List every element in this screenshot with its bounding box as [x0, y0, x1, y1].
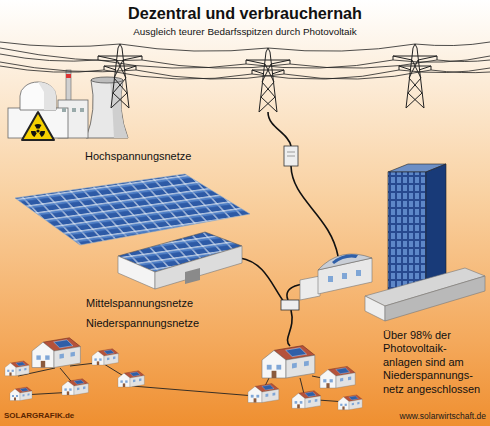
grid-level-label: Niederspannungsnetze [86, 317, 199, 330]
grid-level-label: Hochspannungsnetze [85, 150, 191, 163]
radiation-sign [22, 112, 54, 140]
subtitle: Ausgleich teurer Bedarfsspitzen durch Ph… [0, 26, 490, 38]
warehouse [365, 268, 485, 321]
farm-building [118, 232, 242, 289]
credit: SOLARGRAFIK.de [4, 411, 74, 421]
transformer-stations [281, 146, 299, 310]
grid-level-label: Mittelspannungsnetze [86, 297, 193, 310]
office-tower [388, 164, 446, 290]
pylons [98, 44, 437, 112]
feeder-cables [240, 112, 338, 346]
factory [300, 254, 372, 300]
title: Dezentral und verbrauchernah [0, 4, 490, 23]
source-url: www.solarwirtschaft.de [400, 411, 486, 421]
note: Über 98% der Photovoltaik- anlagen sind … [383, 329, 487, 396]
nuclear-plant [8, 70, 128, 138]
solar-park [15, 174, 250, 245]
houses [5, 338, 362, 410]
